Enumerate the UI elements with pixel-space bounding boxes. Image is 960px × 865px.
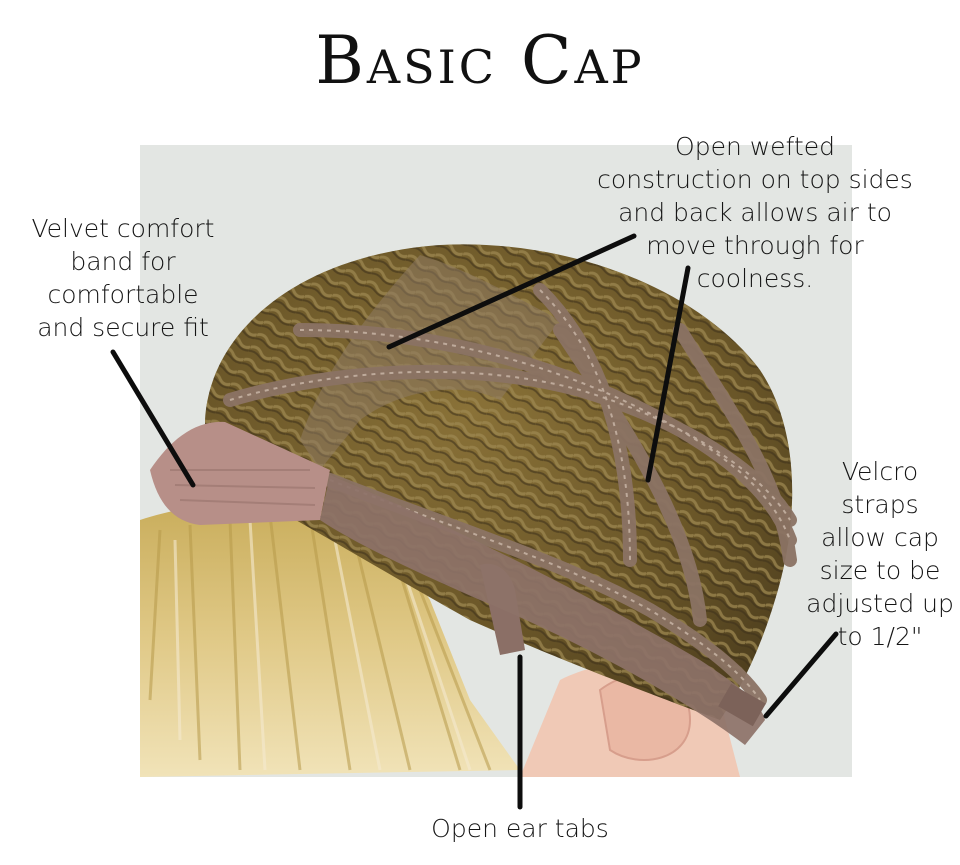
lace-mesh bbox=[300, 255, 560, 470]
leader-wefted-back bbox=[645, 265, 691, 483]
leader-lines bbox=[110, 233, 839, 810]
page-title: Basic Cap bbox=[315, 22, 645, 99]
leader-velcro bbox=[763, 631, 839, 719]
leader-wefted-mesh bbox=[386, 233, 637, 350]
callout-velcro-straps: Velcro straps allow cap size to be adjus… bbox=[806, 457, 954, 651]
velvet-band bbox=[150, 421, 330, 525]
callout-ear-tabs: Open ear tabs bbox=[431, 814, 609, 843]
callout-velvet-band: Velvet comfort band for comfortable and … bbox=[31, 214, 215, 342]
leader-velvet bbox=[110, 349, 196, 488]
callout-open-wefted: Open wefted construction on top sides an… bbox=[597, 132, 913, 293]
velcro-strap bbox=[320, 475, 765, 745]
